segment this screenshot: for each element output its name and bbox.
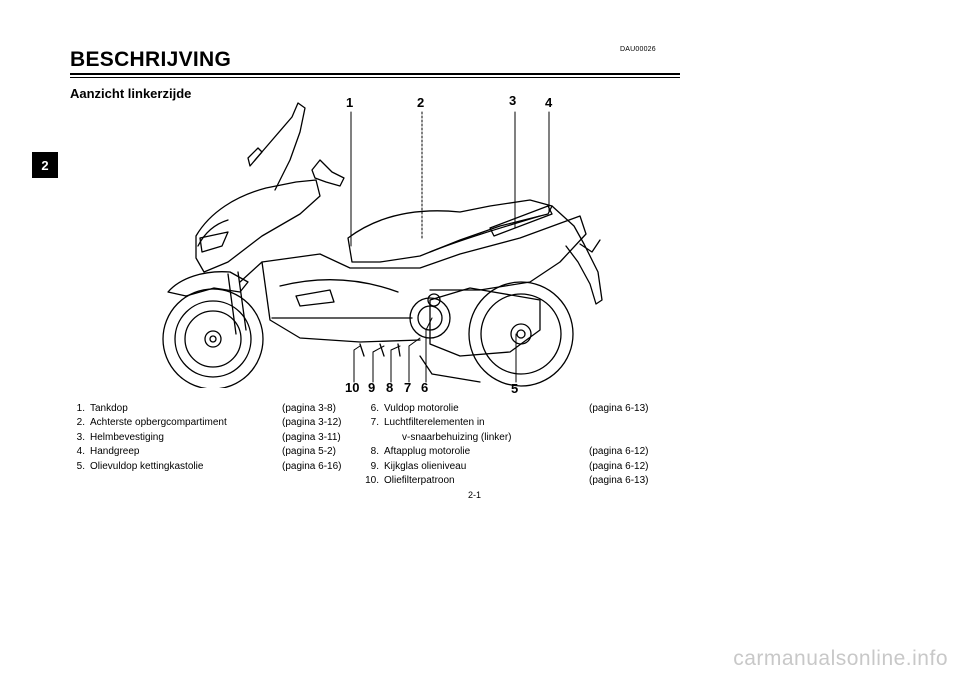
- legend-item: 2. Achterste opbergcompartiment (pagina …: [76, 417, 342, 429]
- legend-item: 3. Helmbevestiging (pagina 3-11): [76, 431, 341, 443]
- legend-item: 6. Vuldop motorolie (pagina 6-13): [370, 403, 649, 414]
- section-tab: 2: [32, 152, 58, 178]
- callout-2: 2: [417, 95, 425, 110]
- legend-item: 9. Kijkglas olieniveau (pagina 6-12): [370, 460, 649, 472]
- section-subtitle: Aanzicht linkerzijde: [70, 86, 192, 101]
- document-code: DAU00026: [620, 46, 656, 53]
- legend-item: v-snaarbehuizing (linker): [402, 431, 512, 443]
- callout-5: 5: [511, 381, 519, 396]
- title-rule: [70, 73, 680, 75]
- legend-item: 8. Aftapplug motorolie (pagina 6-12): [370, 446, 649, 458]
- callout-4: 4: [545, 95, 553, 110]
- page-title: BESCHRIJVING: [70, 48, 232, 71]
- legend-item: 4. Handgreep (pagina 5-2): [76, 446, 336, 458]
- callout-3: 3: [509, 93, 517, 108]
- legend-item: 10. Oliefilterpatroon (pagina 6-13): [365, 475, 649, 487]
- callout-9: 9: [368, 380, 376, 395]
- legend-item: 5. Olievuldop kettingkastolie (pagina 6-…: [76, 460, 342, 472]
- callout-10: 10: [345, 380, 360, 395]
- legend-item: 1. Tankdop (pagina 3-8): [76, 403, 336, 414]
- legend-item: 7. Luchtfilterelementen in: [370, 417, 485, 429]
- callout-8: 8: [386, 380, 394, 395]
- callout-1: 1: [346, 95, 354, 110]
- title-rule-thin: [70, 77, 680, 78]
- page-number: 2-1: [468, 490, 482, 500]
- scooter-illustration: [162, 102, 603, 388]
- legend-left: 1. Tankdop (pagina 3-8) 2. Achterste opb…: [57, 402, 342, 474]
- callout-7: 7: [404, 380, 412, 395]
- legend-right: 6. Vuldop motorolie (pagina 6-13) 7. Luc…: [351, 402, 648, 488]
- watermark-url[interactable]: carmanualsonline.info: [733, 647, 948, 670]
- callout-6: 6: [421, 380, 429, 395]
